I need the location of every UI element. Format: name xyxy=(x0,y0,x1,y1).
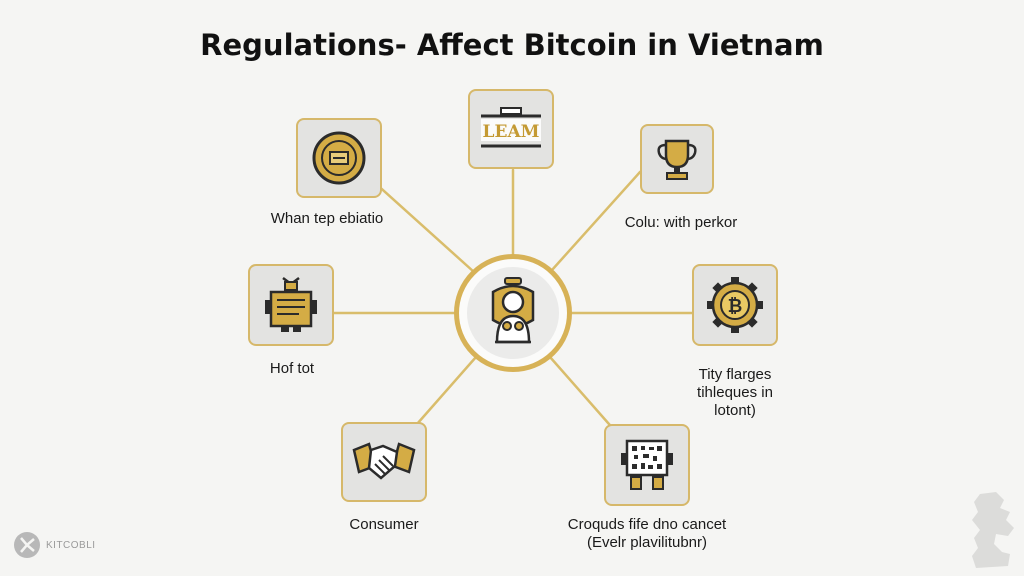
node-handshake[interactable] xyxy=(341,422,427,502)
map-watermark-icon xyxy=(972,492,1014,568)
node-leam[interactable]: LEAM xyxy=(468,89,554,169)
brand-logo: KITCOBLI xyxy=(12,530,96,560)
link-bottom-right xyxy=(548,355,618,434)
node-coin[interactable] xyxy=(296,118,382,198)
document-robot-icon xyxy=(265,277,317,332)
node-label-qr-board-line-2: (Evelr plavilitubnr) xyxy=(586,534,708,551)
node-label-bitcoin-line-1: Tity flarges xyxy=(698,366,772,383)
leam-banner-icon: LEAM xyxy=(481,107,541,148)
node-label-bitcoin-line-2: tihleques in xyxy=(697,384,773,401)
coin-icon xyxy=(312,131,366,185)
node-qr-board[interactable] xyxy=(604,424,690,506)
handshake-icon xyxy=(352,442,416,480)
link-top-left xyxy=(372,180,476,274)
diagram-title: Regulations- Affect Bitcoin in Vietnam xyxy=(200,28,824,62)
leam-text: LEAM xyxy=(483,122,540,142)
node-trophy[interactable] xyxy=(640,124,714,194)
qr-board-icon xyxy=(621,439,673,490)
node-label-qr-board-line-1: Croquds fife dno cancet xyxy=(567,516,727,533)
node-label-qr-board: Croquds fife dno cancet (Evelr plavilitu… xyxy=(542,516,752,552)
node-label-coin: Whan tep ebiatio xyxy=(270,210,384,227)
bitcoin-gear-icon: ₿ xyxy=(707,277,763,333)
node-label-bitcoin-line-3: lotont) xyxy=(714,402,756,419)
brand-logo-icon xyxy=(14,532,40,558)
node-label-document: Hof tot xyxy=(269,360,315,377)
brand-logo-text: KITCOBLI xyxy=(46,539,96,551)
person-icon xyxy=(491,277,535,344)
link-top-right xyxy=(550,170,642,272)
svg-text:₿: ₿ xyxy=(728,296,743,317)
node-label-bitcoin: Tity flarges tihleques in lotont) xyxy=(660,366,810,420)
link-bottom-left xyxy=(408,355,478,434)
node-document[interactable] xyxy=(248,264,334,346)
trophy-icon xyxy=(657,139,697,180)
node-bitcoin[interactable]: ₿ xyxy=(692,264,778,346)
center-hub[interactable] xyxy=(454,254,572,372)
center-hub-inner xyxy=(467,267,559,359)
node-label-trophy: Colu: with perkor xyxy=(624,214,738,231)
node-label-handshake: Consumer xyxy=(349,516,419,533)
